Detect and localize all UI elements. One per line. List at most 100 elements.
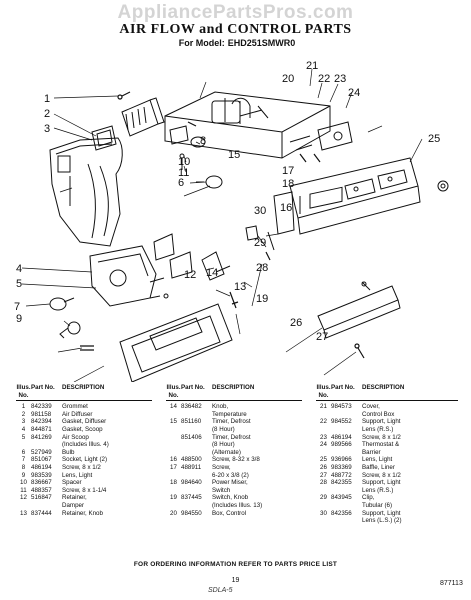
part-description: (Includes Illus. 4) — [62, 441, 109, 449]
part-number — [31, 441, 62, 449]
baffle-liner-drawing — [317, 281, 401, 339]
illus-number: 26 — [320, 463, 327, 471]
part-number: 843945 — [331, 494, 352, 502]
illus-number: 9 — [21, 471, 26, 479]
part-description: Timer, Defrost — [212, 433, 251, 441]
part-description: Gasket, Scoop — [62, 425, 103, 433]
part-description: Power Miser, — [212, 479, 248, 487]
part-number — [181, 441, 212, 449]
lower-light-housing-drawing — [89, 245, 169, 307]
part-description: Barrier — [362, 448, 381, 456]
table-row: (8 Hour) — [166, 426, 302, 434]
illus-number: 27 — [320, 471, 327, 479]
part-description: Screw, 8 x 1/2 — [362, 433, 401, 441]
illus-number — [166, 502, 181, 510]
callout-25: 25 — [428, 133, 440, 145]
part-description: Screw, 8 x 1-1/4 — [62, 486, 107, 494]
illus-number — [16, 502, 31, 510]
part-number: 984640 — [181, 479, 202, 487]
callout-17: 17 — [282, 165, 294, 177]
part-number: 837444 — [31, 509, 52, 517]
air-scoop-drawing — [49, 137, 123, 247]
part-description: Support, Light — [362, 509, 401, 517]
screws-drawing — [80, 91, 365, 359]
illus-number — [166, 472, 181, 480]
illus-number: 4 — [21, 425, 26, 433]
part-number: 488911 — [181, 463, 202, 471]
callout-23: 23 — [334, 73, 346, 85]
callout-15: 15 — [228, 149, 240, 161]
part-number: 488500 — [181, 456, 202, 464]
illus-number: 25 — [320, 456, 327, 464]
callout-7: 7 — [14, 301, 20, 313]
part-number — [331, 449, 362, 457]
part-description: Retainer, — [62, 494, 87, 502]
bulb-lower-drawing — [49, 297, 81, 339]
model-label: For Model: — [178, 38, 225, 48]
part-description: Screw, 8-32 x 3/8 — [212, 456, 260, 464]
illus-number — [316, 502, 331, 510]
diffuser-gasket-drawing — [91, 125, 117, 151]
part-description: Timer, Defrost — [212, 418, 251, 426]
part-number: 851067 — [31, 456, 52, 464]
ordering-note: FOR ORDERING INFORMATION REFER TO PARTS … — [133, 561, 338, 568]
part-description: Tubular (6) — [362, 501, 393, 509]
illus-number: 6 — [21, 448, 26, 456]
part-description: Switch, Knob — [212, 494, 249, 502]
lens-support-right-drawing — [201, 191, 295, 281]
part-number — [181, 426, 212, 434]
illus-number — [166, 434, 181, 442]
part-description: Switch — [212, 486, 231, 494]
page-title: AIR FLOW and CONTROL PARTS — [119, 22, 352, 37]
illus-number — [166, 411, 181, 419]
part-description: Gasket, Diffuser — [62, 418, 107, 426]
callout-20: 20 — [282, 73, 294, 85]
part-description: Lens (R.S.) — [362, 486, 394, 494]
header-part: Part No. — [181, 384, 205, 391]
illus-number: 8 — [21, 463, 26, 471]
exploded-parts-diagram: 1 2 3 4 5 6 7 8 9 10 11 12 13 14 15 16 1… — [14, 60, 449, 382]
part-description: 6-20 x 3/8 (2) — [212, 471, 249, 479]
table-row: Lens (R.S.) — [316, 487, 458, 495]
illus-number: 18 — [170, 479, 177, 487]
part-number: 936966 — [331, 456, 352, 464]
part-number — [331, 411, 362, 419]
table-row: 6-20 x 3/8 (2) — [166, 472, 302, 480]
document-code: 877113 — [440, 580, 463, 587]
part-number: 983369 — [331, 463, 352, 471]
part-number: 851406 — [181, 433, 202, 441]
table-row: (Includes Illus. 13) — [166, 502, 302, 510]
callout-labels: 1 2 3 4 5 6 7 8 9 10 11 12 13 14 15 16 1… — [14, 60, 440, 343]
part-number: 842356 — [331, 509, 352, 517]
illus-number: 13 — [20, 509, 27, 517]
illus-number — [316, 517, 331, 525]
illus-number — [166, 426, 181, 434]
part-description: Lens, Light — [362, 456, 393, 464]
illus-number — [316, 426, 331, 434]
illus-number: 7 — [21, 456, 26, 464]
part-number — [181, 487, 212, 495]
illus-number — [316, 411, 331, 419]
illus-number: 29 — [320, 494, 327, 502]
table-header: Illus. No. Part No. DESCRIPTION — [166, 384, 302, 402]
timer-drawing — [211, 100, 353, 151]
header-part: Part No. — [331, 384, 355, 391]
table-row: Control Box — [316, 411, 458, 419]
header-illus: Illus. No. — [16, 384, 31, 399]
callout-3: 3 — [44, 123, 50, 135]
callout-29: 29 — [254, 237, 266, 249]
table-row: 7 851067 Socket, Light (2) — [16, 456, 152, 464]
callout-24: 24 — [348, 87, 360, 99]
damper-retainer-drawing — [153, 233, 193, 279]
illus-number — [166, 487, 181, 495]
part-description: Socket, Light (2) — [62, 456, 108, 464]
